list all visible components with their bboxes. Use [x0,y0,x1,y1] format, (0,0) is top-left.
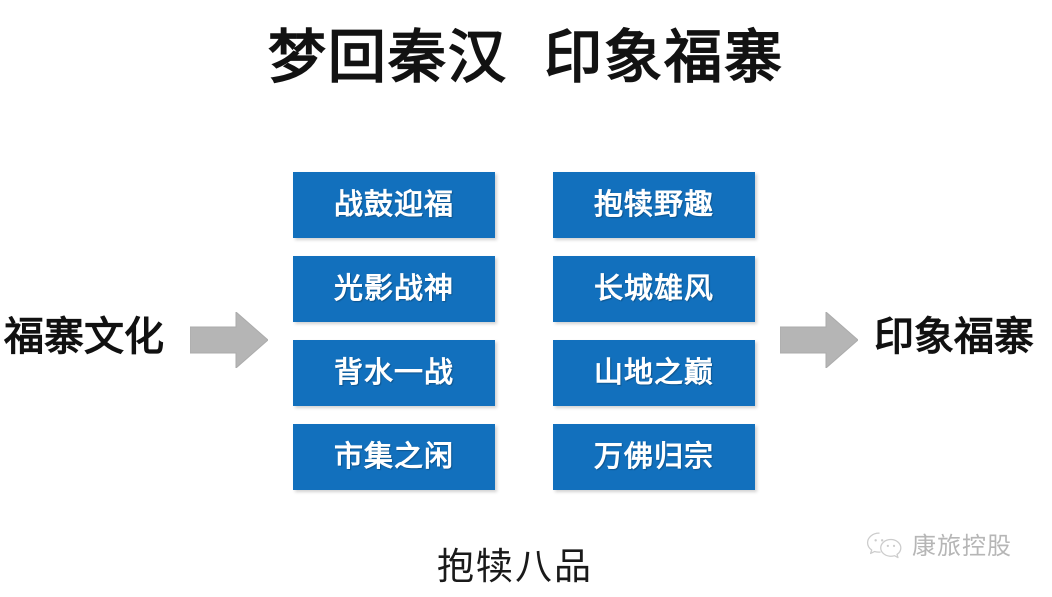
box-item-label: 长城雄风 [593,273,714,305]
box-item[interactable]: 战鼓迎福 [293,172,495,238]
watermark-label: 康旅控股 [912,533,1012,560]
box-item[interactable]: 背水一战 [293,340,495,406]
box-item[interactable]: 万佛归宗 [553,424,755,490]
right-box-column: 抱犊野趣 长城雄风 山地之巅 万佛归宗 [553,172,755,490]
box-item[interactable]: 山地之巅 [553,340,755,406]
page-title: 梦回秦汉 印象福寨 [267,25,785,90]
left-box-column: 战鼓迎福 光影战神 背水一战 市集之闲 [293,172,495,490]
box-item-label: 万佛归宗 [593,441,714,473]
box-item[interactable]: 光影战神 [293,256,495,322]
source-label: 福寨文化 [4,315,164,359]
box-item-label: 市集之闲 [333,441,454,473]
box-item-label: 战鼓迎福 [333,189,454,221]
right-arrow-icon [780,312,858,368]
box-item[interactable]: 长城雄风 [553,256,755,322]
watermark: 康旅控股 [866,531,1012,563]
box-item-label: 山地之巅 [593,357,714,389]
box-item-label: 光影战神 [333,273,454,305]
caption: 抱犊八品 [437,546,593,587]
box-item-label: 背水一战 [333,357,454,389]
box-item-label: 抱犊野趣 [593,189,714,221]
right-arrow-icon [190,312,268,368]
wechat-icon [866,531,904,563]
target-label: 印象福寨 [874,315,1034,359]
box-item[interactable]: 市集之闲 [293,424,495,490]
box-item[interactable]: 抱犊野趣 [553,172,755,238]
